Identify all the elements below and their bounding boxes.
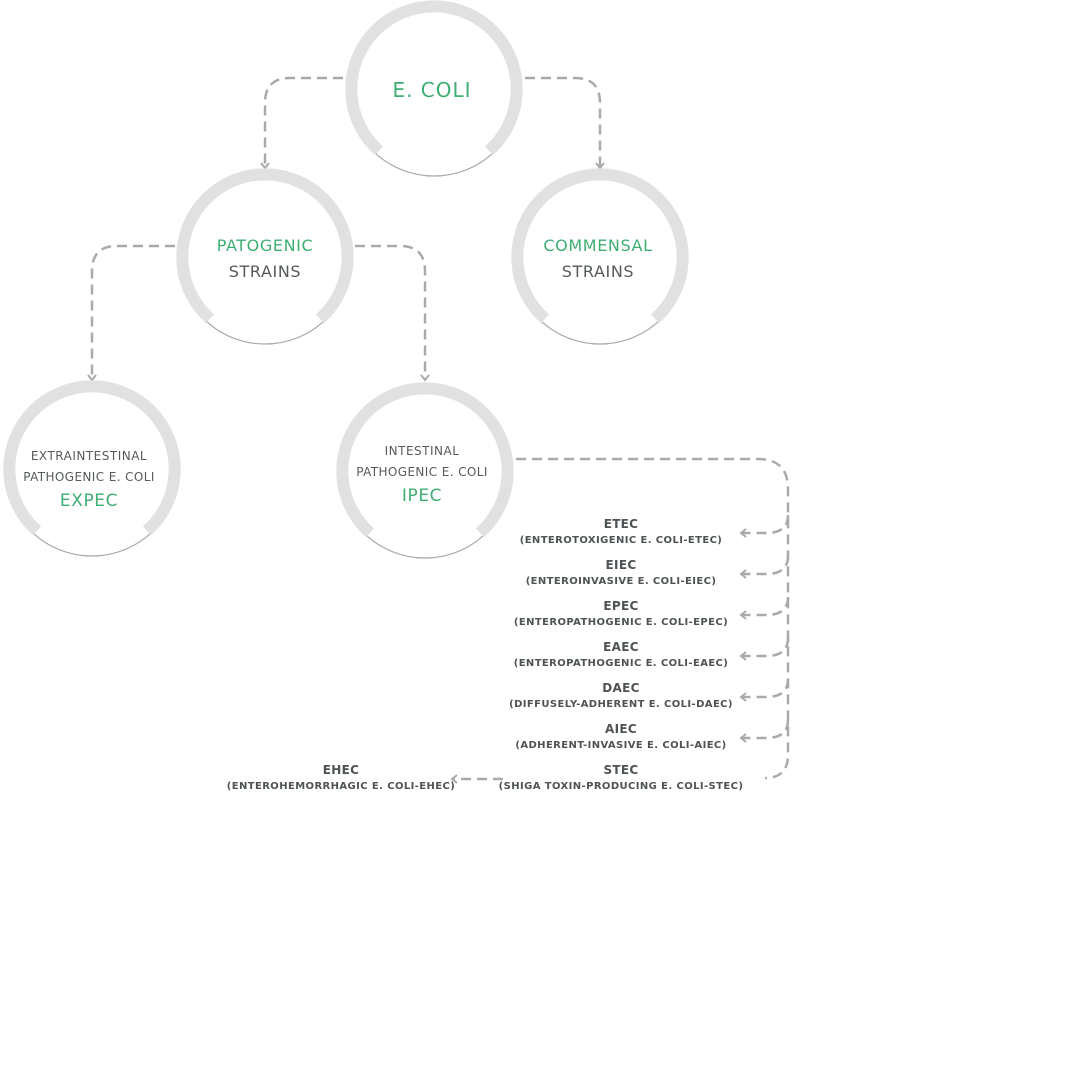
commensal-label: COMMENSAL STRAINS (543, 233, 652, 285)
subtype-full-name: (ADHERENT-INVASIVE E. COLI-AIEC) (515, 740, 727, 751)
subtype-etec: ETEC (ENTEROTOXIGENIC E. COLI-ETEC) (520, 516, 723, 549)
subtype-full-name: (DIFFUSELY-ADHERENT E. COLI-DAEC) (509, 699, 733, 710)
connector-ipec-branch-1 (739, 555, 790, 579)
subtype-ehec: EHEC (ENTEROHEMORRHAGIC E. COLI-EHEC) (227, 762, 455, 795)
commensal-label-line2: STRAINS (561, 262, 635, 281)
subtype-abbr: DAEC (602, 681, 640, 695)
subtype-abbr: STEC (603, 763, 639, 777)
connector-ipec-branch-3 (739, 637, 790, 661)
connector-pathogenic-to-ipec (355, 244, 430, 382)
connector-ipec-trunk (516, 457, 790, 780)
expec-label-abbr: EXPEC (59, 491, 119, 511)
expec-label-line1: EXTRAINTESTINAL (30, 449, 148, 463)
subtype-eiec: EIEC (ENTEROINVASIVE E. COLI-EIEC) (526, 557, 717, 590)
node-root (345, 0, 523, 177)
expec-label-line2: PATHOGENIC E. COLI (23, 470, 155, 484)
subtype-aiec: AIEC (ADHERENT-INVASIVE E. COLI-AIEC) (515, 721, 726, 754)
ipec-label: INTESTINAL PATHOGENIC E. COLI IPEC (356, 441, 488, 509)
connector-ipec-branch-4 (739, 678, 790, 702)
node-expec (3, 380, 181, 557)
subtype-full-name: (ENTEROHEMORRHAGIC E. COLI-EHEC) (226, 781, 456, 792)
subtype-abbr: EAEC (603, 640, 639, 654)
subtype-full-name: (ENTEROINVASIVE E. COLI-EIEC) (525, 576, 717, 587)
connector-root-to-pathogenic (260, 76, 343, 170)
subtype-abbr: EIEC (605, 558, 637, 572)
node-pathogenic (176, 168, 354, 345)
connector-pathogenic-to-expec (87, 244, 175, 382)
connector-ipec-branch-2 (739, 596, 790, 620)
root-label: E. COLI (392, 78, 472, 102)
commensal-label-line1: COMMENSAL (543, 236, 653, 255)
subtype-full-name: (ENTEROPATHOGENIC E. COLI-EPEC) (513, 617, 729, 628)
node-ipec (336, 382, 514, 559)
ipec-label-line1: INTESTINAL (384, 444, 460, 458)
subtype-full-name: (ENTEROPATHOGENIC E. COLI-EAEC) (513, 658, 729, 669)
subtype-stec: STEC (SHIGA TOXIN-PRODUCING E. COLI-STEC… (499, 762, 744, 795)
subtype-daec: DAEC (DIFFUSELY-ADHERENT E. COLI-DAEC) (509, 680, 733, 713)
subtype-abbr: EHEC (322, 763, 360, 777)
node-commensal (511, 168, 689, 345)
subtype-full-name: (ENTEROTOXIGENIC E. COLI-ETEC) (519, 535, 723, 546)
subtype-abbr: EPEC (603, 599, 639, 613)
expec-label: EXTRAINTESTINAL PATHOGENIC E. COLI EXPEC (23, 446, 155, 514)
subtype-abbr: AIEC (605, 722, 637, 736)
pathogenic-label-line2: STRAINS (228, 262, 302, 281)
connector-ipec-branch-0 (739, 514, 790, 538)
connector-root-to-commensal (525, 76, 605, 170)
connector-ipec-branch-5 (739, 719, 790, 743)
pathogenic-label-line1: PATOGENIC (216, 236, 314, 255)
subtype-eaec: EAEC (ENTEROPATHOGENIC E. COLI-EAEC) (514, 639, 729, 672)
pathogenic-label: PATOGENIC STRAINS (217, 233, 313, 285)
subtype-abbr: ETEC (603, 517, 639, 531)
ipec-label-line2: PATHOGENIC E. COLI (356, 465, 488, 479)
subtype-full-name: (SHIGA TOXIN-PRODUCING E. COLI-STEC) (498, 781, 744, 792)
ipec-label-abbr: IPEC (401, 486, 443, 506)
subtype-epec: EPEC (ENTEROPATHOGENIC E. COLI-EPEC) (514, 598, 728, 631)
